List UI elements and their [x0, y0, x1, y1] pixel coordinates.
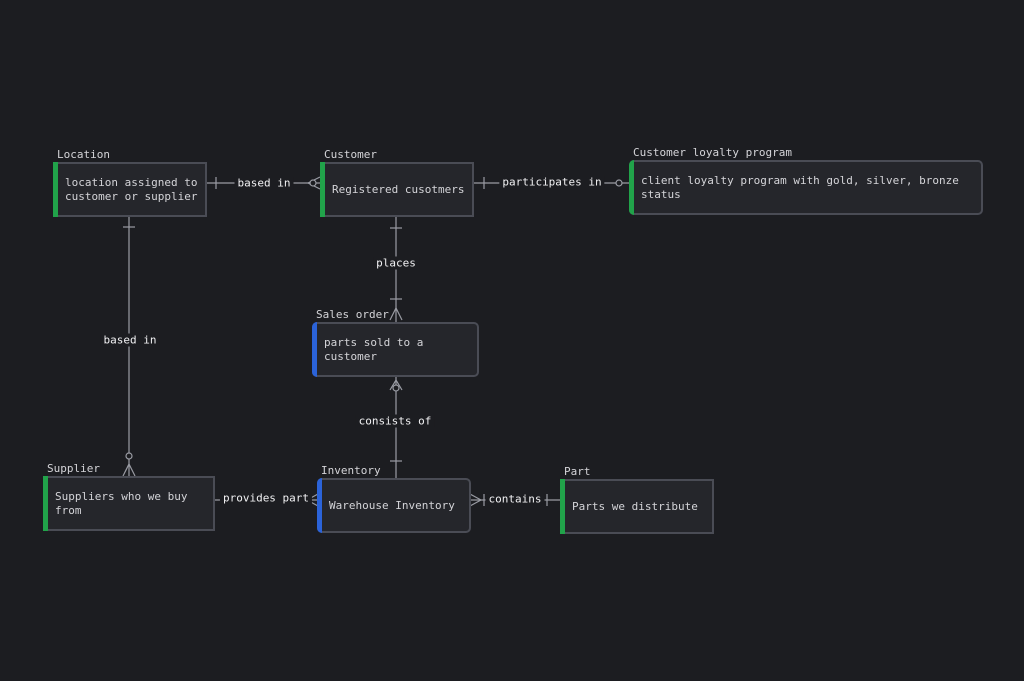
- entity-accent-bar: [317, 478, 322, 533]
- entity-title-supplier: Supplier: [47, 462, 100, 475]
- entity-description: client loyalty program with gold, silver…: [641, 173, 959, 201]
- entity-accent-bar: [320, 162, 325, 217]
- entity-accent-bar: [53, 162, 58, 217]
- entity-accent-bar: [560, 479, 565, 534]
- entity-part[interactable]: Parts we distribute: [560, 479, 714, 534]
- entity-description: parts sold to a customer: [324, 335, 424, 363]
- entity-sales-order[interactable]: parts sold to a customer: [312, 322, 479, 377]
- relationship-label-customer-order: places: [373, 256, 419, 270]
- entity-description: Parts we distribute: [572, 499, 698, 513]
- entity-title-loyalty: Customer loyalty program: [633, 146, 792, 159]
- entity-description: location assigned to customer or supplie…: [65, 175, 198, 203]
- entity-accent-bar: [43, 476, 48, 531]
- relationship-label-supplier-inventory: provides part: [219, 491, 313, 505]
- entity-accent-bar: [629, 160, 634, 215]
- entity-customer[interactable]: Registered cusotmers: [320, 162, 474, 217]
- entity-description: Suppliers who we buy from: [55, 489, 188, 517]
- entity-accent-bar: [312, 322, 317, 377]
- relationship-label-order-inventory: consists of: [355, 414, 435, 428]
- relationship-label-location-customer: based in: [234, 176, 294, 190]
- entity-title-part: Part: [564, 465, 591, 478]
- entity-loyalty-program[interactable]: client loyalty program with gold, silver…: [629, 160, 983, 215]
- entity-description: Registered cusotmers: [332, 182, 465, 196]
- entity-inventory[interactable]: Warehouse Inventory: [317, 478, 471, 533]
- relationship-label-location-supplier: based in: [100, 333, 160, 347]
- entity-title-customer: Customer: [324, 148, 377, 161]
- relationship-label-inventory-part: contains: [485, 492, 545, 506]
- entity-title-location: Location: [57, 148, 110, 161]
- entity-title-inventory: Inventory: [321, 464, 381, 477]
- entity-title-sales-order: Sales order: [316, 308, 389, 321]
- entity-location[interactable]: location assigned to customer or supplie…: [53, 162, 207, 217]
- entity-supplier[interactable]: Suppliers who we buy from: [43, 476, 215, 531]
- relationship-label-customer-loyalty: participates in: [499, 175, 605, 189]
- entity-description: Warehouse Inventory: [329, 498, 455, 512]
